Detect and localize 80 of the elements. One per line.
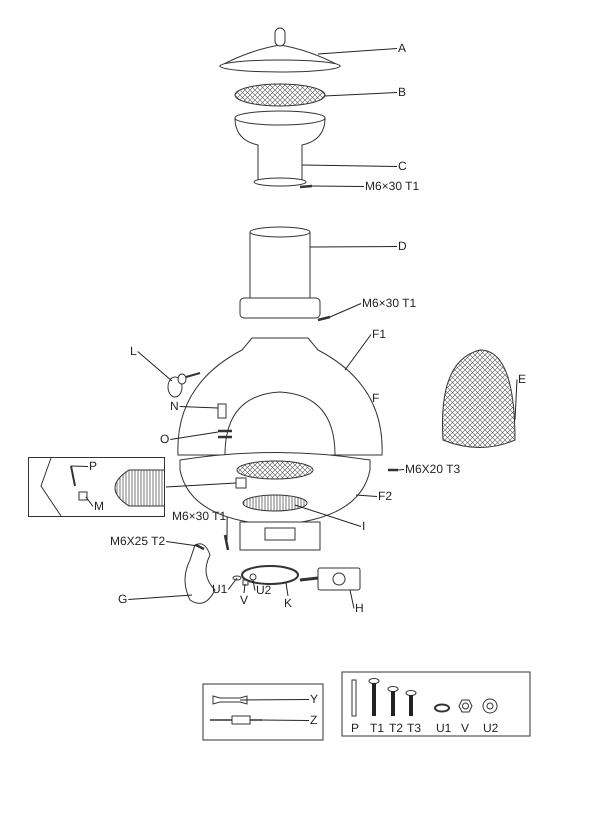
callout-letter: D xyxy=(398,240,407,253)
bolt-spec-label: M6×30 T1 xyxy=(362,297,416,310)
callout-letter: A xyxy=(398,42,406,55)
part-code: P xyxy=(351,722,360,735)
callout-letter: I xyxy=(362,520,366,533)
callout-letter: H xyxy=(355,602,364,615)
callout-letter: E xyxy=(518,373,526,386)
part-code: F xyxy=(372,392,380,405)
leader-line xyxy=(86,496,94,507)
part-code: T3 xyxy=(407,722,422,735)
wrench-drawing xyxy=(212,695,248,705)
screwdriver-drawing xyxy=(210,716,262,724)
leader-line xyxy=(260,720,310,721)
callout-letter: F1 xyxy=(372,328,386,341)
leader-line xyxy=(128,594,192,600)
callout-letter: K xyxy=(284,597,292,610)
handle-drawing xyxy=(168,372,200,398)
part-code: T1 xyxy=(370,722,384,735)
callout-letter: O xyxy=(160,433,170,446)
callout-letter: U2 xyxy=(256,584,272,597)
leader-line xyxy=(294,504,362,527)
callout-letter: L xyxy=(130,345,137,358)
leader-line xyxy=(252,580,256,591)
bolt-spec-label: M6X20 T3 xyxy=(405,463,460,476)
part-code: T2 xyxy=(389,722,404,735)
callout-letter: M xyxy=(94,500,104,513)
leader-line xyxy=(514,379,518,420)
bolt-spec-label: M6×30 T1 xyxy=(365,180,420,193)
chimney-pipe-drawing xyxy=(240,226,320,318)
bolt-drawing xyxy=(388,468,398,472)
callout-letter: C xyxy=(398,160,407,173)
callout-letter: N xyxy=(170,400,179,413)
callout-letter: U1 xyxy=(212,583,228,596)
leader-line xyxy=(70,466,88,467)
callout-letter: F2 xyxy=(378,490,392,503)
bracket-drawing xyxy=(78,492,88,500)
callout-letter: G xyxy=(118,593,128,606)
part-code: V xyxy=(461,722,470,735)
leader-line xyxy=(240,699,310,700)
leader-line xyxy=(226,516,228,540)
firebox-dome-drawing xyxy=(177,338,383,456)
leader-line xyxy=(344,334,372,370)
callout-letter: V xyxy=(240,594,248,607)
leader-line xyxy=(166,541,198,546)
bolt-drawing xyxy=(224,534,230,550)
bolt-spec-label: M6×30 T1 xyxy=(172,510,226,523)
cap-drawing xyxy=(220,28,340,72)
ring-drawing xyxy=(241,565,299,585)
leader-line xyxy=(312,186,364,187)
chimney-top-drawing xyxy=(234,110,326,186)
part-code: U2 xyxy=(483,722,498,735)
leader-line xyxy=(318,48,398,54)
callout-letter: B xyxy=(398,86,406,99)
rod-drawing xyxy=(70,466,76,486)
bolt-drawing xyxy=(300,184,312,188)
leader-line xyxy=(350,590,354,609)
leader-line xyxy=(286,582,288,596)
callout-letter: Z xyxy=(310,714,318,727)
leader-line xyxy=(330,303,362,318)
nut-drawing xyxy=(242,580,248,586)
callout-letter: Y xyxy=(310,693,318,706)
callout-letter: P xyxy=(89,460,98,473)
bolt-drawing xyxy=(318,316,330,322)
bolt-spec-label: M6X25 T2 xyxy=(110,535,166,548)
mesh-screen-drawing xyxy=(234,84,326,106)
leader-line xyxy=(356,494,378,497)
leader-line xyxy=(228,578,238,590)
leader-line xyxy=(244,584,246,594)
leader-line xyxy=(302,164,398,167)
leader-line xyxy=(310,246,398,248)
leader-line xyxy=(170,432,218,440)
leader-line xyxy=(179,406,218,408)
leader-line xyxy=(398,469,404,470)
spark-screen-drawing xyxy=(442,350,516,448)
washer-drawing xyxy=(232,576,242,580)
part-code: U1 xyxy=(436,722,452,735)
leader-line xyxy=(324,92,398,96)
ash-door-drawing xyxy=(300,568,360,590)
leader-line xyxy=(137,351,172,382)
leader-line xyxy=(166,482,236,488)
